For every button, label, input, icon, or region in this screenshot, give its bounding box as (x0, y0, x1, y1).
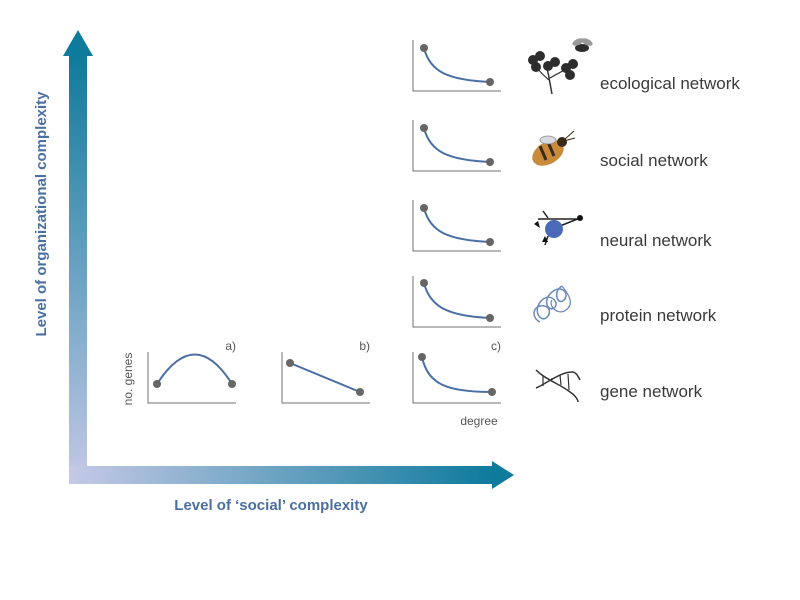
bee-icon (532, 130, 576, 166)
network-label-protein: protein network (600, 306, 717, 325)
neuron-icon (534, 210, 583, 246)
plot-ecological (412, 40, 501, 92)
plot-a: a) no. genes (121, 339, 236, 405)
protein-helix-icon (533, 285, 571, 323)
plot-social (412, 120, 501, 172)
x-axis-label: Level of ‘social’ complexity (174, 497, 368, 514)
plot-x-label: degree (460, 414, 498, 428)
plot-neural (412, 200, 501, 252)
clover-and-fly-icon (528, 38, 593, 95)
dna-icon (535, 369, 581, 403)
y-axis-label: Level of organizational complexity (33, 91, 50, 337)
horizontal-axis-arrow (69, 461, 514, 489)
panel-label-a: a) (225, 339, 236, 353)
panel-label-b: b) (359, 339, 370, 353)
plot-b: b) (281, 339, 370, 404)
panel-label-c: c) (491, 339, 501, 353)
network-label-social: social network (600, 151, 708, 170)
network-label-neural: neural network (600, 231, 712, 250)
plot-protein (412, 276, 501, 328)
network-label-ecological: ecological network (600, 74, 740, 93)
plot-y-label: no. genes (121, 353, 135, 406)
network-label-gene: gene network (600, 382, 703, 401)
vertical-axis-arrow (63, 30, 93, 484)
plot-c: c) degree (412, 339, 501, 428)
